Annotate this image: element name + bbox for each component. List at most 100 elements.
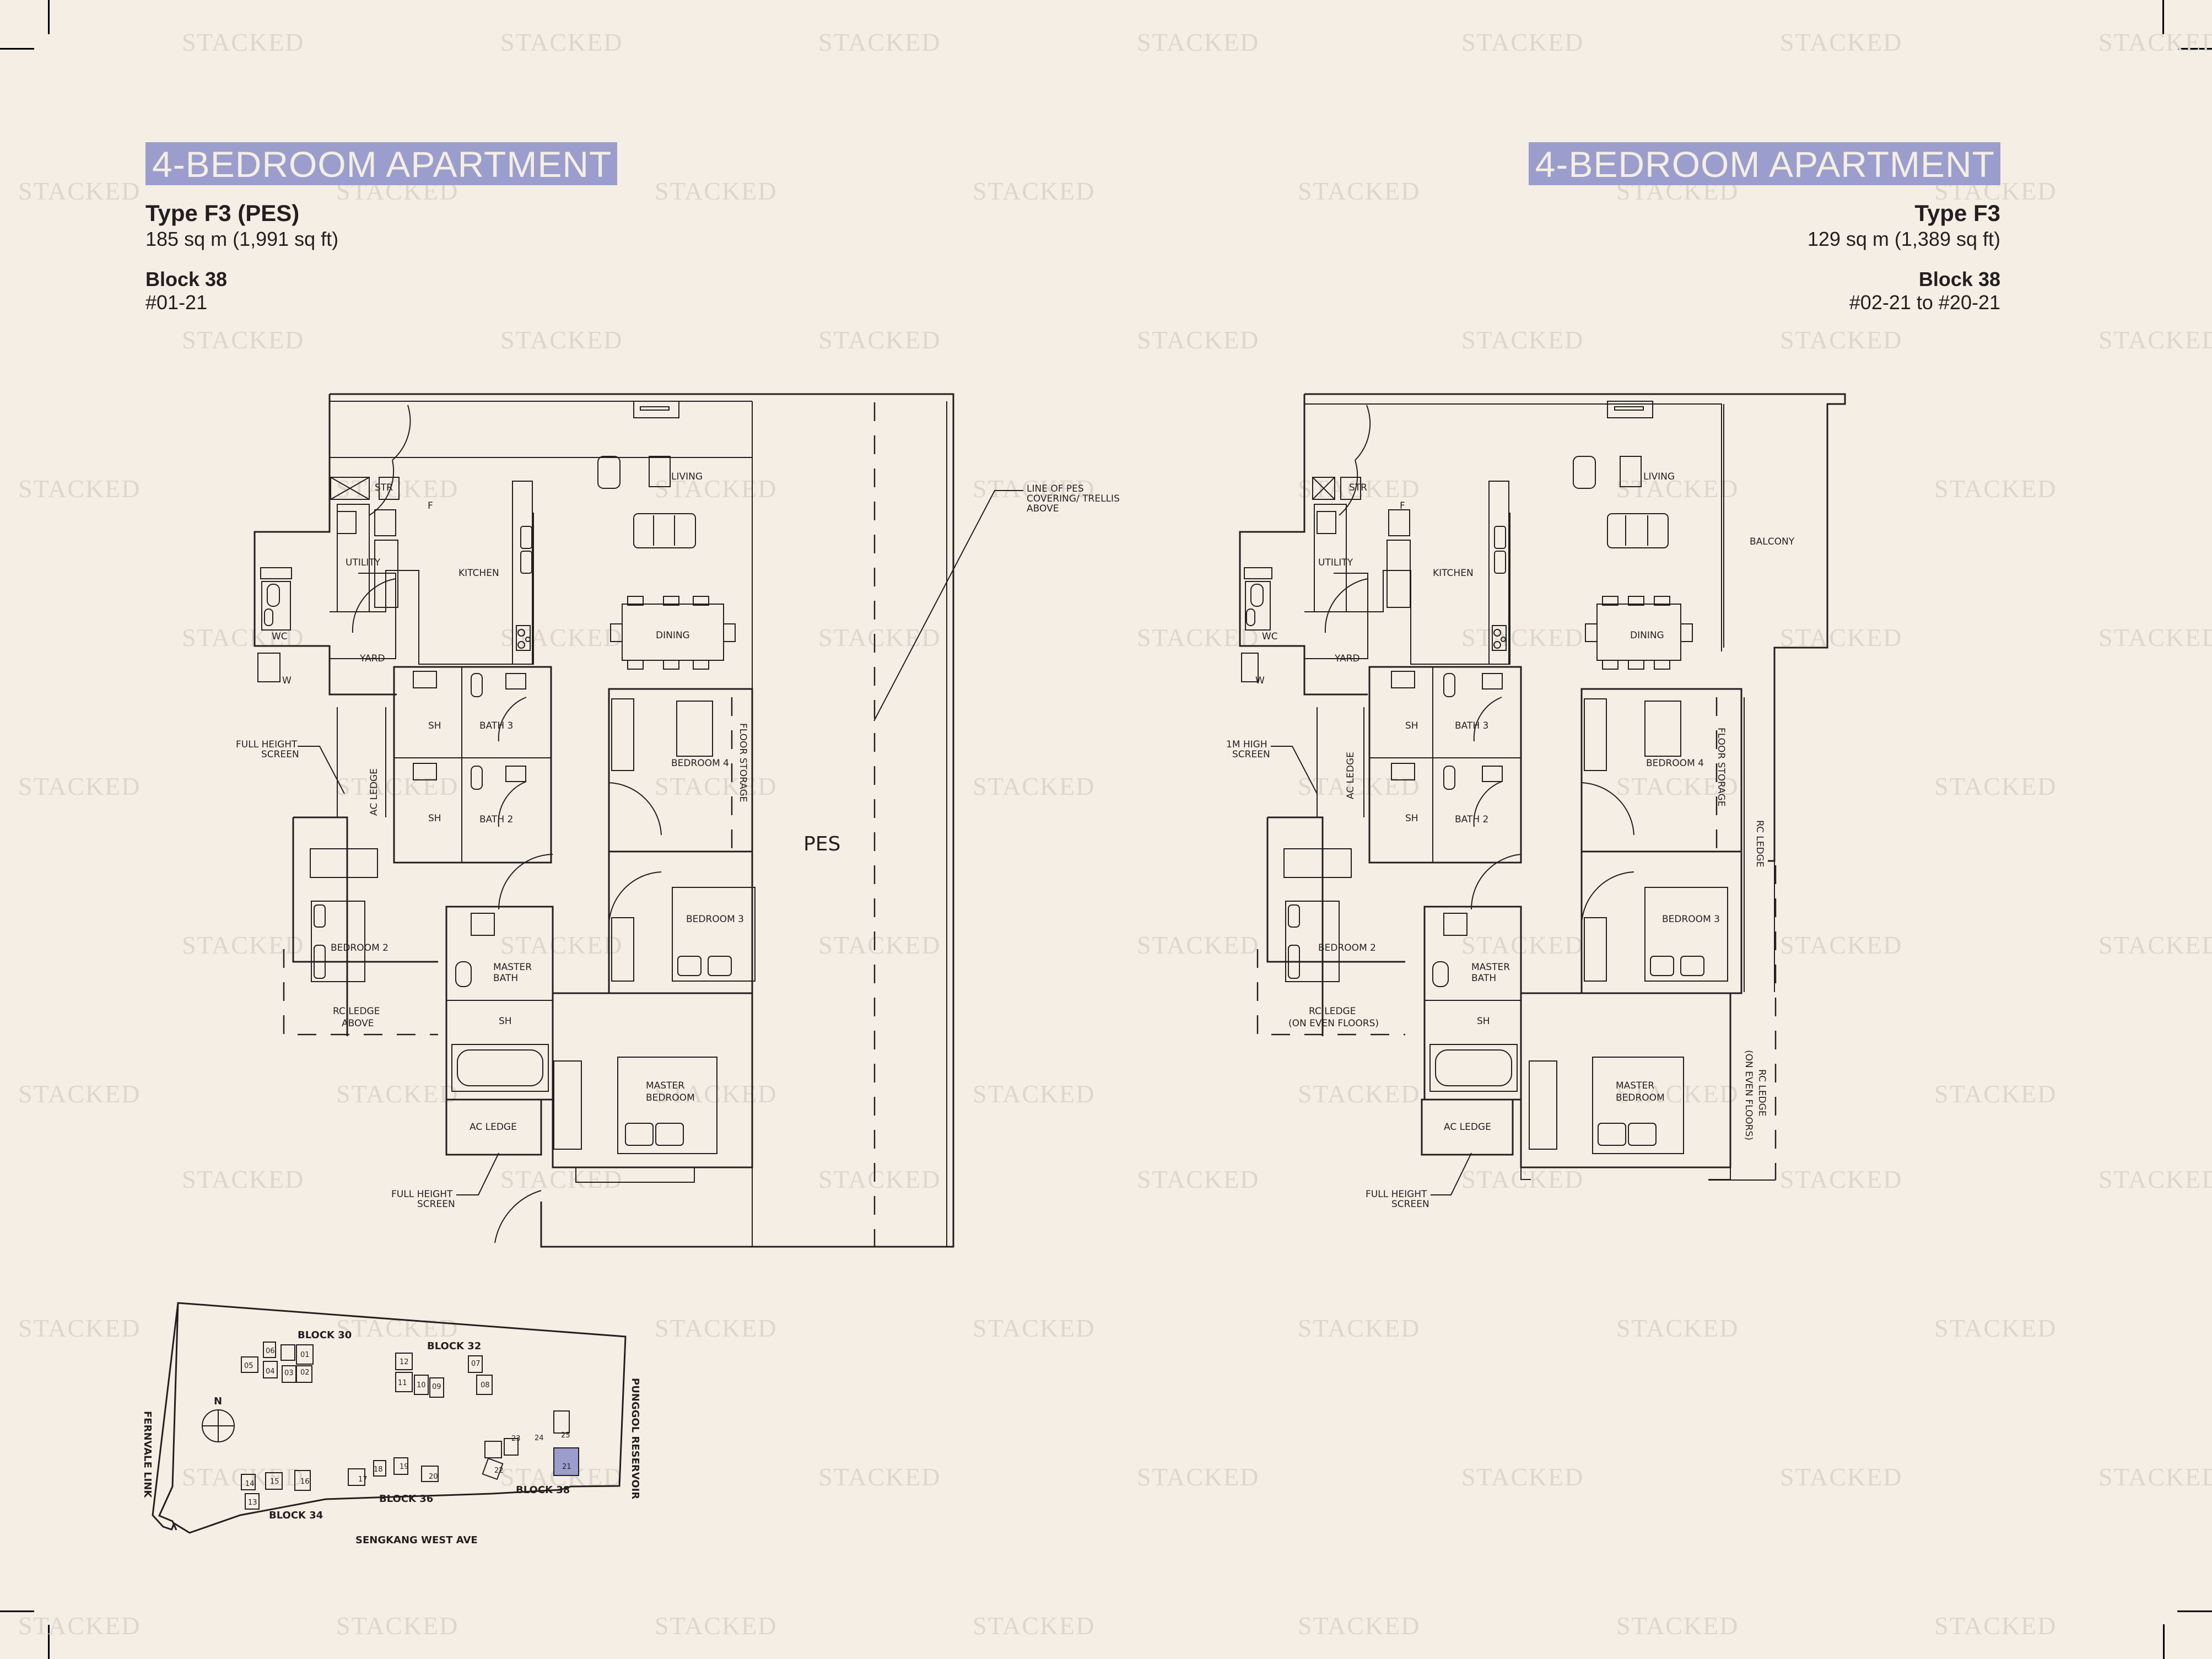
svg-text:PUNGGOL RESERVOIR: PUNGGOL RESERVOIR: [629, 1378, 641, 1499]
svg-text:03: 03: [284, 1369, 294, 1377]
svg-text:ABOVE: ABOVE: [1027, 503, 1059, 514]
right-title-band: 4-BEDROOM APARTMENT: [1528, 142, 2000, 185]
svg-text:SCREEN: SCREEN: [1391, 1199, 1429, 1210]
svg-text:KITCHEN: KITCHEN: [458, 568, 499, 579]
svg-text:05: 05: [244, 1362, 253, 1370]
svg-text:BEDROOM 3: BEDROOM 3: [1662, 914, 1720, 925]
svg-text:COVERING/ TRELLIS: COVERING/ TRELLIS: [1027, 493, 1120, 504]
svg-text:SH: SH: [428, 813, 441, 824]
svg-text:09: 09: [432, 1383, 441, 1391]
svg-text:25: 25: [561, 1431, 570, 1440]
left-block-label: Block 38: [145, 268, 228, 290]
svg-text:18: 18: [374, 1466, 383, 1474]
crop-mark-tl-h: [0, 48, 34, 50]
highlighted-unit-stack: [553, 1447, 579, 1476]
left-unit-area: 185 sq m (1,991 sq ft): [145, 228, 339, 250]
svg-text:22: 22: [494, 1467, 504, 1475]
svg-text:BLOCK 30: BLOCK 30: [298, 1329, 352, 1341]
svg-text:SH: SH: [1405, 813, 1418, 824]
right-unit-range: #02-21 to #20-21: [1849, 291, 2000, 314]
svg-text:BEDROOM 2: BEDROOM 2: [331, 942, 389, 954]
svg-text:24: 24: [535, 1434, 544, 1442]
svg-text:SH: SH: [428, 720, 441, 731]
svg-text:W: W: [1255, 675, 1265, 686]
svg-text:FERNVALE LINK: FERNVALE LINK: [142, 1411, 153, 1498]
svg-text:20: 20: [429, 1473, 438, 1481]
right-floor-plan: STR F UTILITY KITCHEN LIVING DINING BALC…: [1226, 393, 1846, 1210]
block-30: 06 01 05 04 03 02 BLOCK 30: [241, 1329, 352, 1383]
crop-mark-bl-h: [0, 1610, 34, 1612]
svg-text:BATH 3: BATH 3: [1455, 720, 1488, 731]
svg-text:21: 21: [562, 1463, 571, 1471]
svg-text:23: 23: [511, 1435, 521, 1443]
svg-text:UTILITY: UTILITY: [1318, 557, 1353, 568]
svg-text:BEDROOM 3: BEDROOM 3: [686, 914, 744, 925]
svg-text:RC LEDGE: RC LEDGE: [333, 1006, 380, 1017]
svg-text:RC LEDGE: RC LEDGE: [1754, 820, 1765, 867]
svg-text:ABOVE: ABOVE: [342, 1018, 374, 1029]
svg-text:W: W: [282, 675, 292, 686]
svg-text:19: 19: [400, 1463, 409, 1471]
svg-text:BEDROOM: BEDROOM: [646, 1092, 695, 1103]
svg-text:MASTER: MASTER: [1616, 1080, 1654, 1091]
svg-text:LINE OF PES: LINE OF PES: [1027, 483, 1084, 494]
svg-text:BATH: BATH: [493, 973, 518, 984]
svg-text:WC: WC: [1262, 631, 1278, 642]
svg-text:STR: STR: [375, 482, 393, 493]
svg-text:02: 02: [300, 1369, 310, 1377]
left-unit-type: Type F3 (PES): [145, 200, 300, 226]
svg-text:11: 11: [398, 1379, 407, 1387]
crop-mark-br-v: [2163, 1624, 2165, 1659]
svg-text:RC LEDGE: RC LEDGE: [1756, 1069, 1767, 1116]
svg-text:BATH 2: BATH 2: [1455, 814, 1488, 825]
svg-text:04: 04: [266, 1367, 275, 1376]
svg-text:12: 12: [400, 1358, 409, 1366]
svg-text:BEDROOM: BEDROOM: [1616, 1092, 1665, 1103]
svg-text:(ON EVEN FLOORS): (ON EVEN FLOORS): [1288, 1018, 1379, 1029]
svg-text:AC LEDGE: AC LEDGE: [1345, 752, 1356, 799]
svg-text:MASTER: MASTER: [493, 962, 532, 973]
crop-mark-tr-h: [2178, 48, 2212, 50]
svg-text:FULL HEIGHT: FULL HEIGHT: [391, 1189, 453, 1200]
svg-text:FULL HEIGHT: FULL HEIGHT: [236, 739, 298, 750]
svg-text:BLOCK 32: BLOCK 32: [427, 1340, 481, 1352]
svg-text:01: 01: [300, 1351, 310, 1359]
crop-mark-tr-v: [2162, 0, 2164, 34]
svg-text:YARD: YARD: [1334, 653, 1360, 664]
svg-text:BLOCK 34: BLOCK 34: [269, 1510, 323, 1521]
svg-text:RC LEDGE: RC LEDGE: [1309, 1006, 1356, 1017]
svg-text:16: 16: [300, 1478, 310, 1486]
svg-text:SH: SH: [499, 1016, 512, 1027]
svg-text:WC: WC: [272, 631, 288, 642]
crop-mark-br-h: [2177, 1610, 2212, 1612]
svg-text:MASTER: MASTER: [646, 1080, 684, 1091]
svg-text:SH: SH: [1477, 1016, 1490, 1027]
crop-mark-bl-v: [48, 1625, 50, 1659]
svg-text:08: 08: [481, 1381, 490, 1389]
svg-text:AC LEDGE: AC LEDGE: [369, 768, 380, 816]
left-unit-header: 4-BEDROOM APARTMENT Type F3 (PES) 185 sq…: [145, 142, 618, 314]
right-unit-header: 4-BEDROOM APARTMENT Type F3 129 sq m (1,…: [1528, 142, 2000, 314]
svg-text:F: F: [1400, 500, 1405, 511]
svg-text:BEDROOM 4: BEDROOM 4: [671, 758, 729, 769]
svg-text:15: 15: [270, 1478, 279, 1486]
svg-text:10: 10: [417, 1381, 426, 1389]
svg-text:SCREEN: SCREEN: [417, 1199, 455, 1210]
svg-text:BATH 2: BATH 2: [479, 814, 513, 825]
right-block-label: Block 38: [1918, 268, 2000, 290]
svg-text:MASTER: MASTER: [1471, 962, 1510, 973]
svg-text:06: 06: [266, 1347, 275, 1355]
left-unit-range: #01-21: [145, 291, 208, 314]
svg-text:1M HIGH: 1M HIGH: [1226, 739, 1267, 750]
svg-text:SCREEN: SCREEN: [261, 749, 299, 760]
svg-text:AC LEDGE: AC LEDGE: [470, 1122, 517, 1133]
svg-text:BATH 3: BATH 3: [479, 720, 513, 731]
svg-text:N: N: [214, 1396, 222, 1407]
